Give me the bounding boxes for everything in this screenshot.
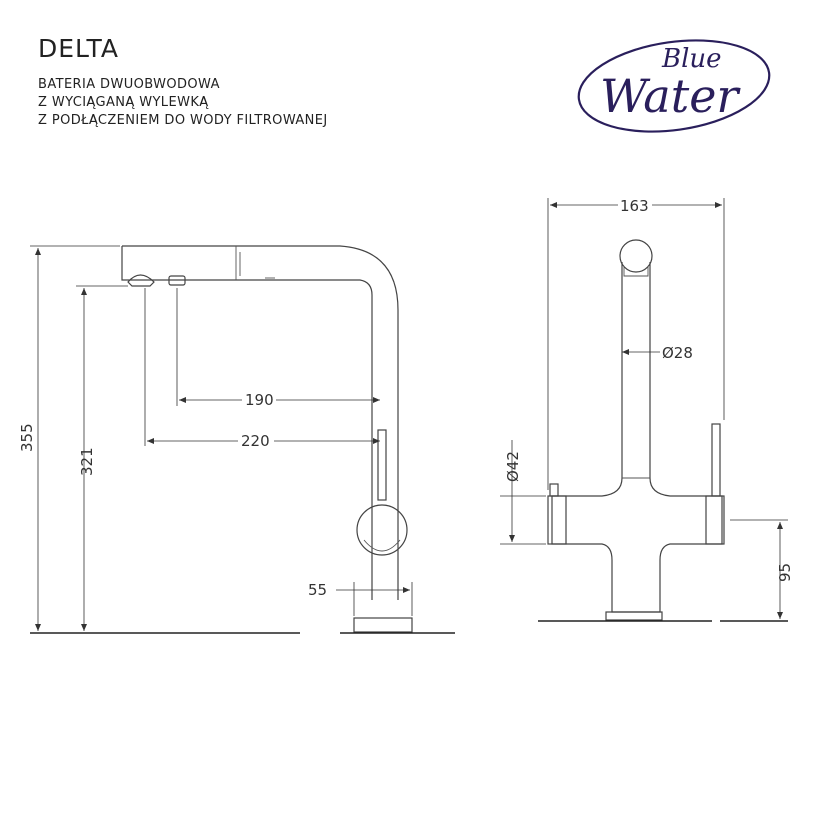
logo-ellipse [577, 39, 771, 133]
dim-95-label: 95 [776, 563, 794, 582]
brand-logo: Blue Water [577, 39, 771, 133]
product-title: DELTA [38, 34, 119, 63]
dim-321-label: 321 [78, 447, 96, 476]
handle-disk-inner [363, 539, 401, 552]
left-lever-stub [549, 483, 559, 497]
subtitle-line-3: Z PODŁĄCZENIEM DO WODY FILTROWANEJ [38, 113, 328, 128]
side-base [353, 617, 413, 633]
nozzle-main [127, 274, 155, 287]
handle-disk [356, 504, 408, 556]
right-lever [711, 423, 721, 497]
spout-top-detail [623, 266, 649, 277]
spout-head [121, 245, 399, 480]
product-subtitle: BATERIA DWUOBWODOWA Z WYCIĄGANĄ WYLEWKĄ … [38, 76, 328, 130]
dim-355-label: 355 [18, 423, 36, 452]
dim-190-label: 190 [245, 391, 274, 409]
body-cross [551, 477, 723, 613]
dim-42-label: Ø42 [504, 451, 522, 482]
logo-word-water: Water [600, 69, 741, 123]
left-cap [547, 495, 567, 545]
dim-220-label: 220 [241, 432, 270, 450]
spout-top [619, 239, 653, 273]
front-base [605, 611, 663, 621]
nozzle-filtered [168, 275, 186, 286]
subtitle-line-2: Z WYCIĄGANĄ WYLEWKĄ [38, 95, 209, 110]
dim-28-label: Ø28 [662, 344, 693, 362]
filter-lever [377, 429, 387, 501]
right-cap [705, 495, 725, 545]
subtitle-line-1: BATERIA DWUOBWODOWA [38, 77, 220, 92]
dim-163-label: 163 [620, 197, 649, 215]
dim-55-label: 55 [308, 581, 327, 599]
front-view: 163 Ø28 Ø42 95 [500, 197, 794, 622]
logo-word-blue: Blue [661, 44, 722, 74]
side-view: 355 321 190 220 55 [18, 245, 455, 634]
